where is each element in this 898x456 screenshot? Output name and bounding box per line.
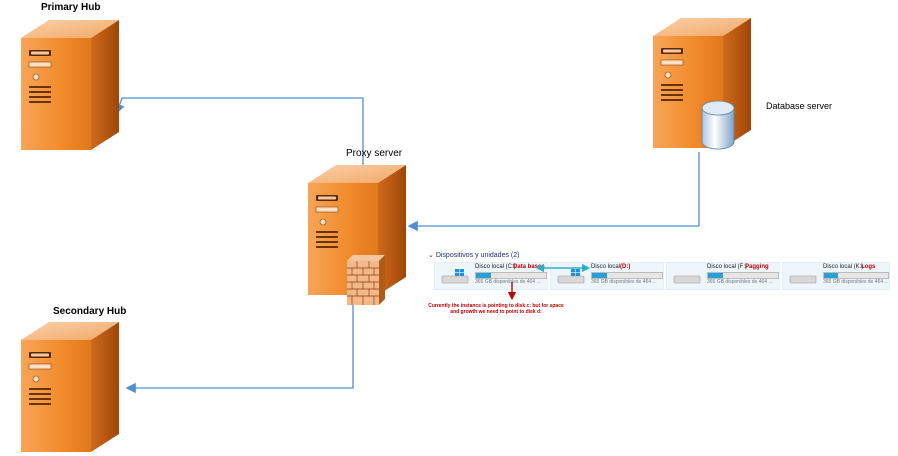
drive-d-note: (D:) bbox=[620, 264, 631, 270]
drive-c-usage-fill bbox=[476, 273, 492, 278]
hard-drive-icon bbox=[441, 269, 469, 284]
drive-d-free: 365 GB disponibles de 464 ... bbox=[591, 279, 657, 285]
secondary-hub-label: Secondary Hub bbox=[53, 306, 127, 317]
drive-c-note: Data bases bbox=[513, 264, 545, 270]
drive-f-usage-fill bbox=[708, 273, 724, 278]
proxy-server-label: Proxy server bbox=[346, 148, 403, 159]
drive-tile-d[interactable]: Disco local (D:) 365 GB disponibles de 4… bbox=[550, 262, 664, 290]
hard-drive-icon bbox=[557, 269, 585, 284]
drive-d-name: Disco local bbox=[591, 264, 621, 270]
drive-f-note: Pagging bbox=[745, 264, 769, 270]
drive-d-usage-fill bbox=[592, 273, 608, 278]
drive-f-name: Disco local (F:) bbox=[707, 264, 748, 270]
database-server-label: Database server bbox=[766, 101, 833, 111]
hard-drive-icon bbox=[789, 275, 817, 284]
database-to-proxy-connector bbox=[407, 152, 700, 232]
drive-f-free: 365 GB disponibles de 464 ... bbox=[707, 279, 773, 285]
primary-hub-label: Primary Hub bbox=[41, 2, 101, 13]
firewall-icon bbox=[347, 255, 385, 305]
drive-k-free: 365 GB disponibles de 464 ... bbox=[823, 279, 889, 285]
drive-tile-k[interactable]: Disco local (K:) Logs 365 GB disponibles… bbox=[782, 262, 890, 290]
drive-k-note: Logs bbox=[861, 264, 876, 270]
drive-k-usage-fill bbox=[824, 273, 839, 278]
drive-c-free: 365 GB disponibles de 464 ... bbox=[475, 279, 541, 285]
drive-k-name: Disco local (K:) bbox=[823, 264, 864, 270]
drive-c-usage-bar bbox=[475, 272, 547, 279]
drive-tile-f[interactable]: Disco local (F:) Pagging 365 GB disponib… bbox=[666, 262, 780, 290]
drive-k-usage-bar bbox=[823, 272, 889, 279]
drive-tile-c[interactable]: Disco local (C:) Data bases 365 GB dispo… bbox=[434, 262, 548, 290]
drive-c-name: Disco local (C:) bbox=[475, 264, 516, 270]
chevron-down-icon: ⌄ bbox=[428, 252, 436, 259]
proxy-to-primary-connector bbox=[114, 97, 364, 228]
devices-header-text: Dispositivos y unidades (2) bbox=[435, 252, 520, 259]
hard-drive-icon bbox=[673, 275, 701, 284]
disk-warning-note: Currently the instance is pointing to di… bbox=[428, 303, 564, 315]
drive-d-usage-bar bbox=[591, 272, 663, 279]
devices-header[interactable]: ⌄ Dispositivos y unidades (2) bbox=[428, 251, 519, 259]
drive-f-usage-bar bbox=[707, 272, 779, 279]
proxy-to-secondary-connector bbox=[125, 300, 354, 394]
database-cylinder-icon bbox=[701, 100, 735, 150]
